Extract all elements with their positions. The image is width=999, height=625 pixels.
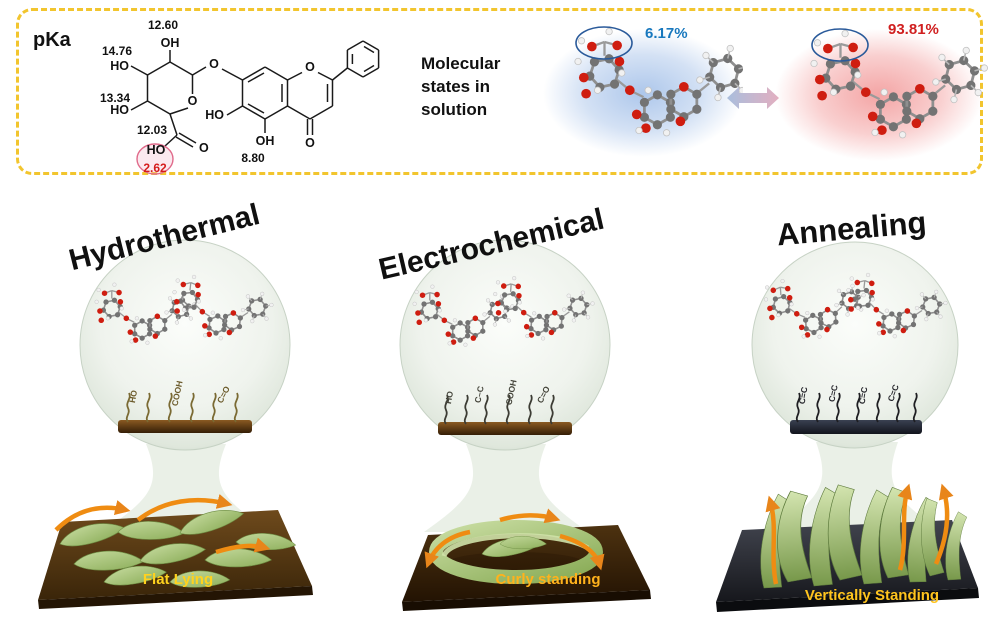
- cooh-highlight-ellipse: [575, 26, 633, 60]
- orientation-arrows: [424, 508, 605, 571]
- orientation-arrows: [765, 483, 954, 585]
- atom-label: O: [305, 60, 315, 74]
- atom-label: HO: [110, 59, 129, 73]
- panel-electrochemical: Curly standing HO C–C COOH C=O Electroch…: [376, 203, 651, 611]
- functional-group-label: HO: [443, 390, 455, 405]
- atom-label: HO: [110, 103, 129, 117]
- functional-group-label: C=C: [797, 386, 810, 405]
- surface-label: Vertically Standing: [805, 587, 939, 604]
- pka-value-12-60: 12.60: [148, 18, 178, 32]
- pka-value-8-80: 8.80: [241, 151, 265, 165]
- substrate-bar: [790, 420, 922, 434]
- pka-value-12-03: 12.03: [137, 123, 167, 137]
- pka-label: pKa: [33, 29, 71, 51]
- molecule-anion-3d: [775, 28, 989, 161]
- atom-label: OH: [256, 134, 275, 148]
- molecule-neutral-3d: [543, 26, 743, 157]
- pka-value-13-34: 13.34: [100, 91, 130, 105]
- pka-value-2-62: 2.62: [143, 161, 167, 175]
- functional-group-label: HO: [127, 389, 139, 404]
- double-arrow-icon: [727, 87, 779, 109]
- atom-label: O: [188, 94, 198, 108]
- atom-label: OH: [161, 36, 180, 50]
- molecular-states-label: Molecular states in solution: [421, 54, 501, 119]
- panel-annealing: Vertically Standing C=C C=C C=C C=C Anne…: [716, 205, 979, 612]
- platform-front-edge: [402, 590, 651, 611]
- orientation-arrows: [54, 493, 271, 555]
- treatment-panels: Flat Lying HO COOH C=O Hydrothermal: [38, 198, 979, 612]
- substrate-bar: [438, 422, 572, 435]
- functional-group-label: C=C: [826, 384, 839, 403]
- substrate-bar: [118, 420, 252, 433]
- blue-glow: [543, 29, 743, 157]
- equilibrium-arrow: [727, 87, 779, 109]
- surface-label: Flat Lying: [143, 571, 213, 588]
- solution-sphere: [399, 239, 611, 451]
- neutral-percent: 6.17%: [645, 25, 688, 42]
- atom-label: O: [209, 57, 219, 71]
- atom-label: HO: [205, 108, 224, 122]
- pka-panel: pKa: [16, 8, 983, 175]
- pka-value-14-76: 14.76: [102, 44, 132, 58]
- red-glow: [775, 29, 983, 161]
- anion-percent: 93.81%: [888, 21, 939, 38]
- atom-label: O: [199, 141, 209, 155]
- acid-site-ellipse: [136, 143, 174, 175]
- atom-label: HO: [147, 143, 166, 157]
- bond-lines: [130, 40, 380, 148]
- chemical-structure: OH HO HO O O HO O HO OH O O 12.60 14.76 …: [100, 18, 380, 175]
- surface-label: Curly standing: [495, 571, 600, 588]
- functional-group-label: C–C: [472, 385, 485, 404]
- platform-front-edge: [716, 588, 979, 612]
- panel-hydrothermal: Flat Lying HO COOH C=O Hydrothermal: [38, 198, 313, 609]
- solution-sphere: [79, 239, 291, 451]
- platform-front-edge: [38, 586, 313, 609]
- carboxylate-highlight-ellipse: [811, 28, 869, 62]
- atom-label: O: [305, 136, 315, 150]
- solution-sphere: [751, 241, 959, 449]
- panel-title: Annealing: [775, 205, 927, 253]
- functional-group-label: C=C: [857, 386, 870, 405]
